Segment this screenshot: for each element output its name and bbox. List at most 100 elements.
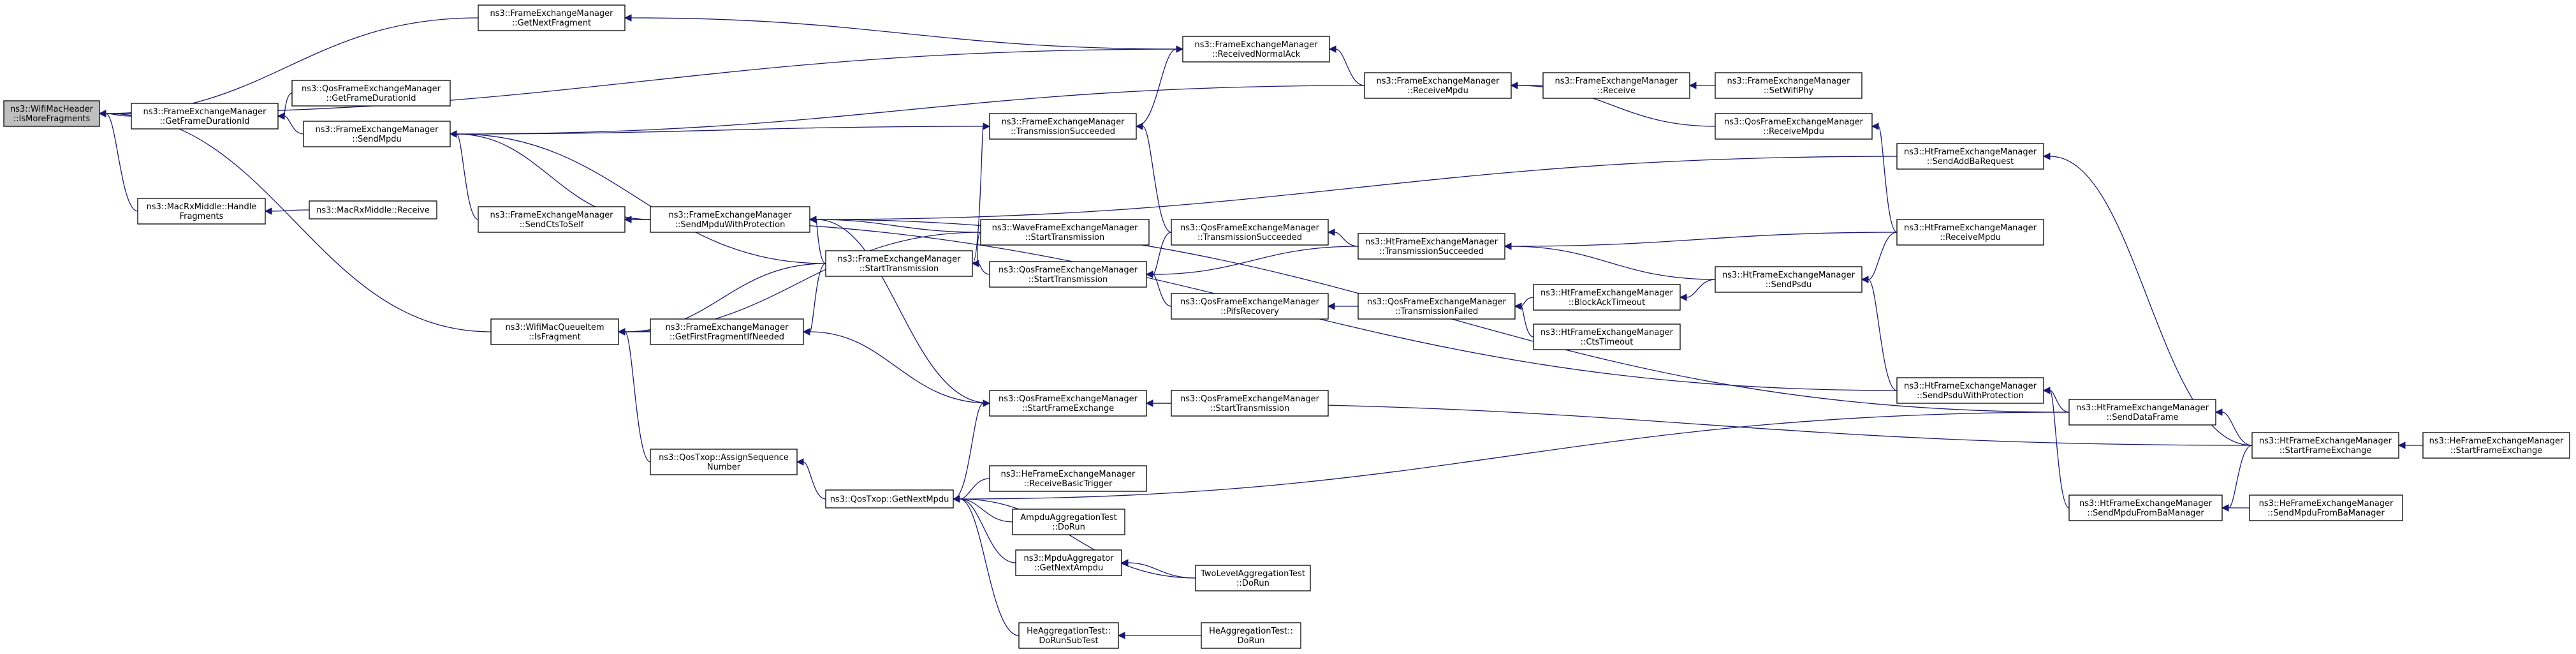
node-label-line: ::StartTransmission [860, 264, 939, 274]
graph-node-heagg-test-dorunsub[interactable]: HeAggregationTest::DoRunSubTest [1018, 622, 1119, 649]
node-label-line: ns3::QosFrameExchangeManager [1180, 297, 1320, 307]
node-label-line: TwoLevelAggregationTest [1200, 569, 1305, 579]
node-label-line: ::StartTransmission [1028, 275, 1108, 285]
graph-node-fem-setwifiphy[interactable]: ns3::FrameExchangeManager::SetWifiPhy [1715, 72, 1862, 99]
graph-node-ampdu-test-dorun[interactable]: AmpduAggregationTest::DoRun [1012, 509, 1125, 535]
arrowhead [1679, 294, 1687, 301]
node-box [989, 113, 1137, 140]
edge-heagg-test-dorunsub-to-qostxop-getnextmpdu [959, 498, 1020, 636]
arrowhead [2397, 442, 2406, 449]
edge-mpduagg-getnextampdu-to-qostxop-getnextmpdu [959, 498, 1016, 563]
node-label-line: ::ReceiveMpdu [1940, 233, 2001, 242]
node-label-line: ns3::QosFrameExchangeManager [1724, 117, 1864, 127]
graph-node-hefem-startframeex[interactable]: ns3::HeFrameExchangeManager::StartFrameE… [2422, 432, 2570, 459]
graph-node-heagg-test-dorun[interactable]: HeAggregationTest::DoRun [1201, 622, 1301, 649]
graph-node-fem-sendctstoself[interactable]: ns3::FrameExchangeManager::SendCtsToSelf [478, 206, 626, 233]
graph-node-fem-sendmpdu[interactable]: ns3::FrameExchangeManager::SendMpdu [303, 121, 451, 147]
graph-node-fem-getfirstfrag[interactable]: ns3::FrameExchangeManager::GetFirstFragm… [650, 318, 804, 345]
node-label-line: HeAggregationTest:: [1027, 627, 1111, 636]
node-label-line: ::GetNextFragment [512, 19, 591, 28]
node-label-line: ns3::HtFrameExchangeManager [1365, 237, 1498, 247]
node-label-line: ns3::WifiMacQueueItem [505, 323, 604, 332]
graph-node-fem-sendmpduwithprot[interactable]: ns3::FrameExchangeManager::SendMpduWithP… [650, 206, 810, 233]
node-label-line: ::PifsRecovery [1220, 307, 1279, 316]
node-box [1358, 293, 1516, 320]
graph-node-twolevel-test-dorun[interactable]: TwoLevelAggregationTest::DoRun [1195, 565, 1311, 591]
arrowhead [624, 14, 632, 22]
node-label-line: ns3::HtFrameExchangeManager [2076, 403, 2209, 413]
node-box [2249, 494, 2403, 521]
graph-node-qfem-getframedur[interactable]: ns3::QosFrameExchangeManager::GetFrameDu… [291, 80, 451, 107]
graph-node-qfem-txfailed[interactable]: ns3::QosFrameExchangeManager::Transmissi… [1358, 293, 1516, 320]
arrowhead [1504, 242, 1512, 250]
graph-node-macrx-receive[interactable]: ns3::MacRxMiddle::Receive [309, 200, 437, 219]
arrowhead [1135, 123, 1143, 130]
graph-node-hefem-sendmpdufromba[interactable]: ns3::HeFrameExchangeManager::SendMpduFro… [2249, 494, 2403, 521]
node-box [989, 465, 1147, 492]
edge-qfem-txsucceeded-to-fem-txsucceeded [1142, 126, 1172, 233]
graph-node-mpduagg-getnextampdu[interactable]: ns3::MpduAggregator::GetNextAmpdu [1015, 549, 1122, 576]
edge-fem-recvnormalack-to-fem-getnextfrag [631, 17, 1183, 50]
arrowhead [1328, 45, 1336, 53]
graph-node-fem-recvnormalack[interactable]: ns3::FrameExchangeManager::ReceivedNorma… [1182, 36, 1330, 63]
graph-node-fem-starttx[interactable]: ns3::FrameExchangeManager::StartTransmis… [825, 250, 973, 277]
arrowhead [1327, 228, 1335, 236]
graph-node-fem-getframedur[interactable]: ns3::FrameExchangeManager::GetFrameDurat… [131, 103, 279, 130]
graph-node-htfem-txsucceeded[interactable]: ns3::HtFrameExchangeManager::Transmissio… [1358, 233, 1505, 260]
node-label-line: ns3::FrameExchangeManager [837, 255, 961, 264]
node-box [1542, 72, 1690, 99]
graph-node-wfem-starttx[interactable]: ns3::WaveFrameExchangeManager::StartTran… [980, 219, 1150, 246]
node-label-line: ns3::QosTxop::AssignSequence [659, 453, 789, 463]
arrowhead [2221, 504, 2229, 512]
node-box [1171, 390, 1329, 417]
node-label-line: DoRunSubTest [1039, 636, 1098, 646]
graph-node-fem-receive[interactable]: ns3::FrameExchangeManager::Receive [1542, 72, 1690, 99]
graph-node-qfem-starttx[interactable]: ns3::QosFrameExchangeManager::StartTrans… [989, 261, 1147, 288]
graph-node-qostxop-getnextmpdu[interactable]: ns3::QosTxop::GetNextMpdu [825, 489, 954, 509]
node-label-line: ::TransmissionSucceeded [1379, 247, 1484, 256]
edge-fem-starttx-to-fem-getfirstfrag [809, 263, 826, 332]
node-label-line: ::BlockAckTimeout [1569, 298, 1645, 308]
graph-node-qfem-recvmpdu[interactable]: ns3::QosFrameExchangeManager::ReceiveMpd… [1715, 113, 1873, 140]
node-label-line: ns3::HtFrameExchangeManager [1540, 328, 1674, 338]
graph-node-htfem-sendpsdu[interactable]: ns3::HtFrameExchangeManager::SendPsdu [1715, 266, 1862, 293]
graph-node-htfem-sendaddba[interactable]: ns3::HtFrameExchangeManager::SendAddBaRe… [1896, 143, 2044, 170]
graph-node-qfem-pifsrecovery[interactable]: ns3::QosFrameExchangeManager::PifsRecove… [1171, 293, 1329, 320]
graph-node-fem-txsucceeded[interactable]: ns3::FrameExchangeManager::TransmissionS… [989, 113, 1137, 140]
node-box [1896, 143, 2044, 170]
graph-node-qfem-txsucceeded[interactable]: ns3::QosFrameExchangeManager::Transmissi… [1171, 219, 1329, 246]
graph-node-fem-getnextfrag[interactable]: ns3::FrameExchangeManager::GetNextFragme… [478, 4, 626, 31]
edge-htfem-txsucceeded-to-qfem-starttx [1152, 246, 1359, 275]
edge-fem-txsucceeded-to-fem-recvnormalack [1136, 48, 1177, 127]
graph-node-htfem-startframeex[interactable]: ns3::HtFrameExchangeManager::StartFrameE… [2251, 432, 2399, 459]
node-label-line: ::TransmissionFailed [1395, 307, 1478, 316]
graph-node-fem-recvmpdu[interactable]: ns3::FrameExchangeManager::ReceiveMpdu [1364, 72, 1512, 99]
node-box [980, 219, 1150, 246]
node-label-line: ns3::FrameExchangeManager [315, 125, 439, 135]
node-label-line: ns3::QosTxop::GetNextMpdu [830, 495, 949, 505]
arrowhead [802, 328, 810, 336]
graph-node-htfem-blockacktimeout[interactable]: ns3::HtFrameExchangeManager::BlockAckTim… [1533, 284, 1681, 311]
graph-node-wmqi-isfragment[interactable]: ns3::WifiMacQueueItem::IsFragment [490, 318, 619, 345]
node-box [1715, 72, 1862, 99]
graph-node-qfem-startframeex[interactable]: ns3::QosFrameExchangeManager::StartFrame… [989, 390, 1147, 417]
graph-node-htfem-senddataframe[interactable]: ns3::HtFrameExchangeManager::SendDataFra… [2068, 399, 2216, 426]
node-label-line: ns3::QosFrameExchangeManager [999, 394, 1138, 404]
graph-node-htfem-ctstimeout[interactable]: ns3::HtFrameExchangeManager::CtsTimeout [1533, 323, 1681, 350]
node-box [650, 206, 810, 233]
graph-node-hefem-recvbasictrig[interactable]: ns3::HeFrameExchangeManager::ReceiveBasi… [989, 465, 1147, 492]
graph-node-root[interactable]: ns3::WifiMacHeader::IsMoreFragments [3, 100, 100, 127]
node-label-line: ::Receive [1597, 86, 1636, 96]
node-box [2068, 399, 2216, 426]
graph-node-htfem-sendmpdufromba[interactable]: ns3::HtFrameExchangeManager::SendMpduFro… [2068, 494, 2223, 521]
arrowhead [796, 458, 804, 466]
edge-macrx-receive-to-macrx-handlefrag [271, 209, 310, 212]
node-box [989, 261, 1147, 288]
graph-node-htfem-sendpsduwithprot[interactable]: ns3::HtFrameExchangeManager::SendPsduWit… [1896, 377, 2044, 404]
graph-node-qfem-starttx2[interactable]: ns3::QosFrameExchangeManager::StartTrans… [1171, 390, 1329, 417]
graph-node-htfem-recvmpdu[interactable]: ns3::HtFrameExchangeManager::ReceiveMpdu [1896, 219, 2044, 246]
edge-htfem-startframeex-to-htfem-sendmpdufromba [2228, 445, 2253, 509]
arrowhead [617, 328, 626, 336]
